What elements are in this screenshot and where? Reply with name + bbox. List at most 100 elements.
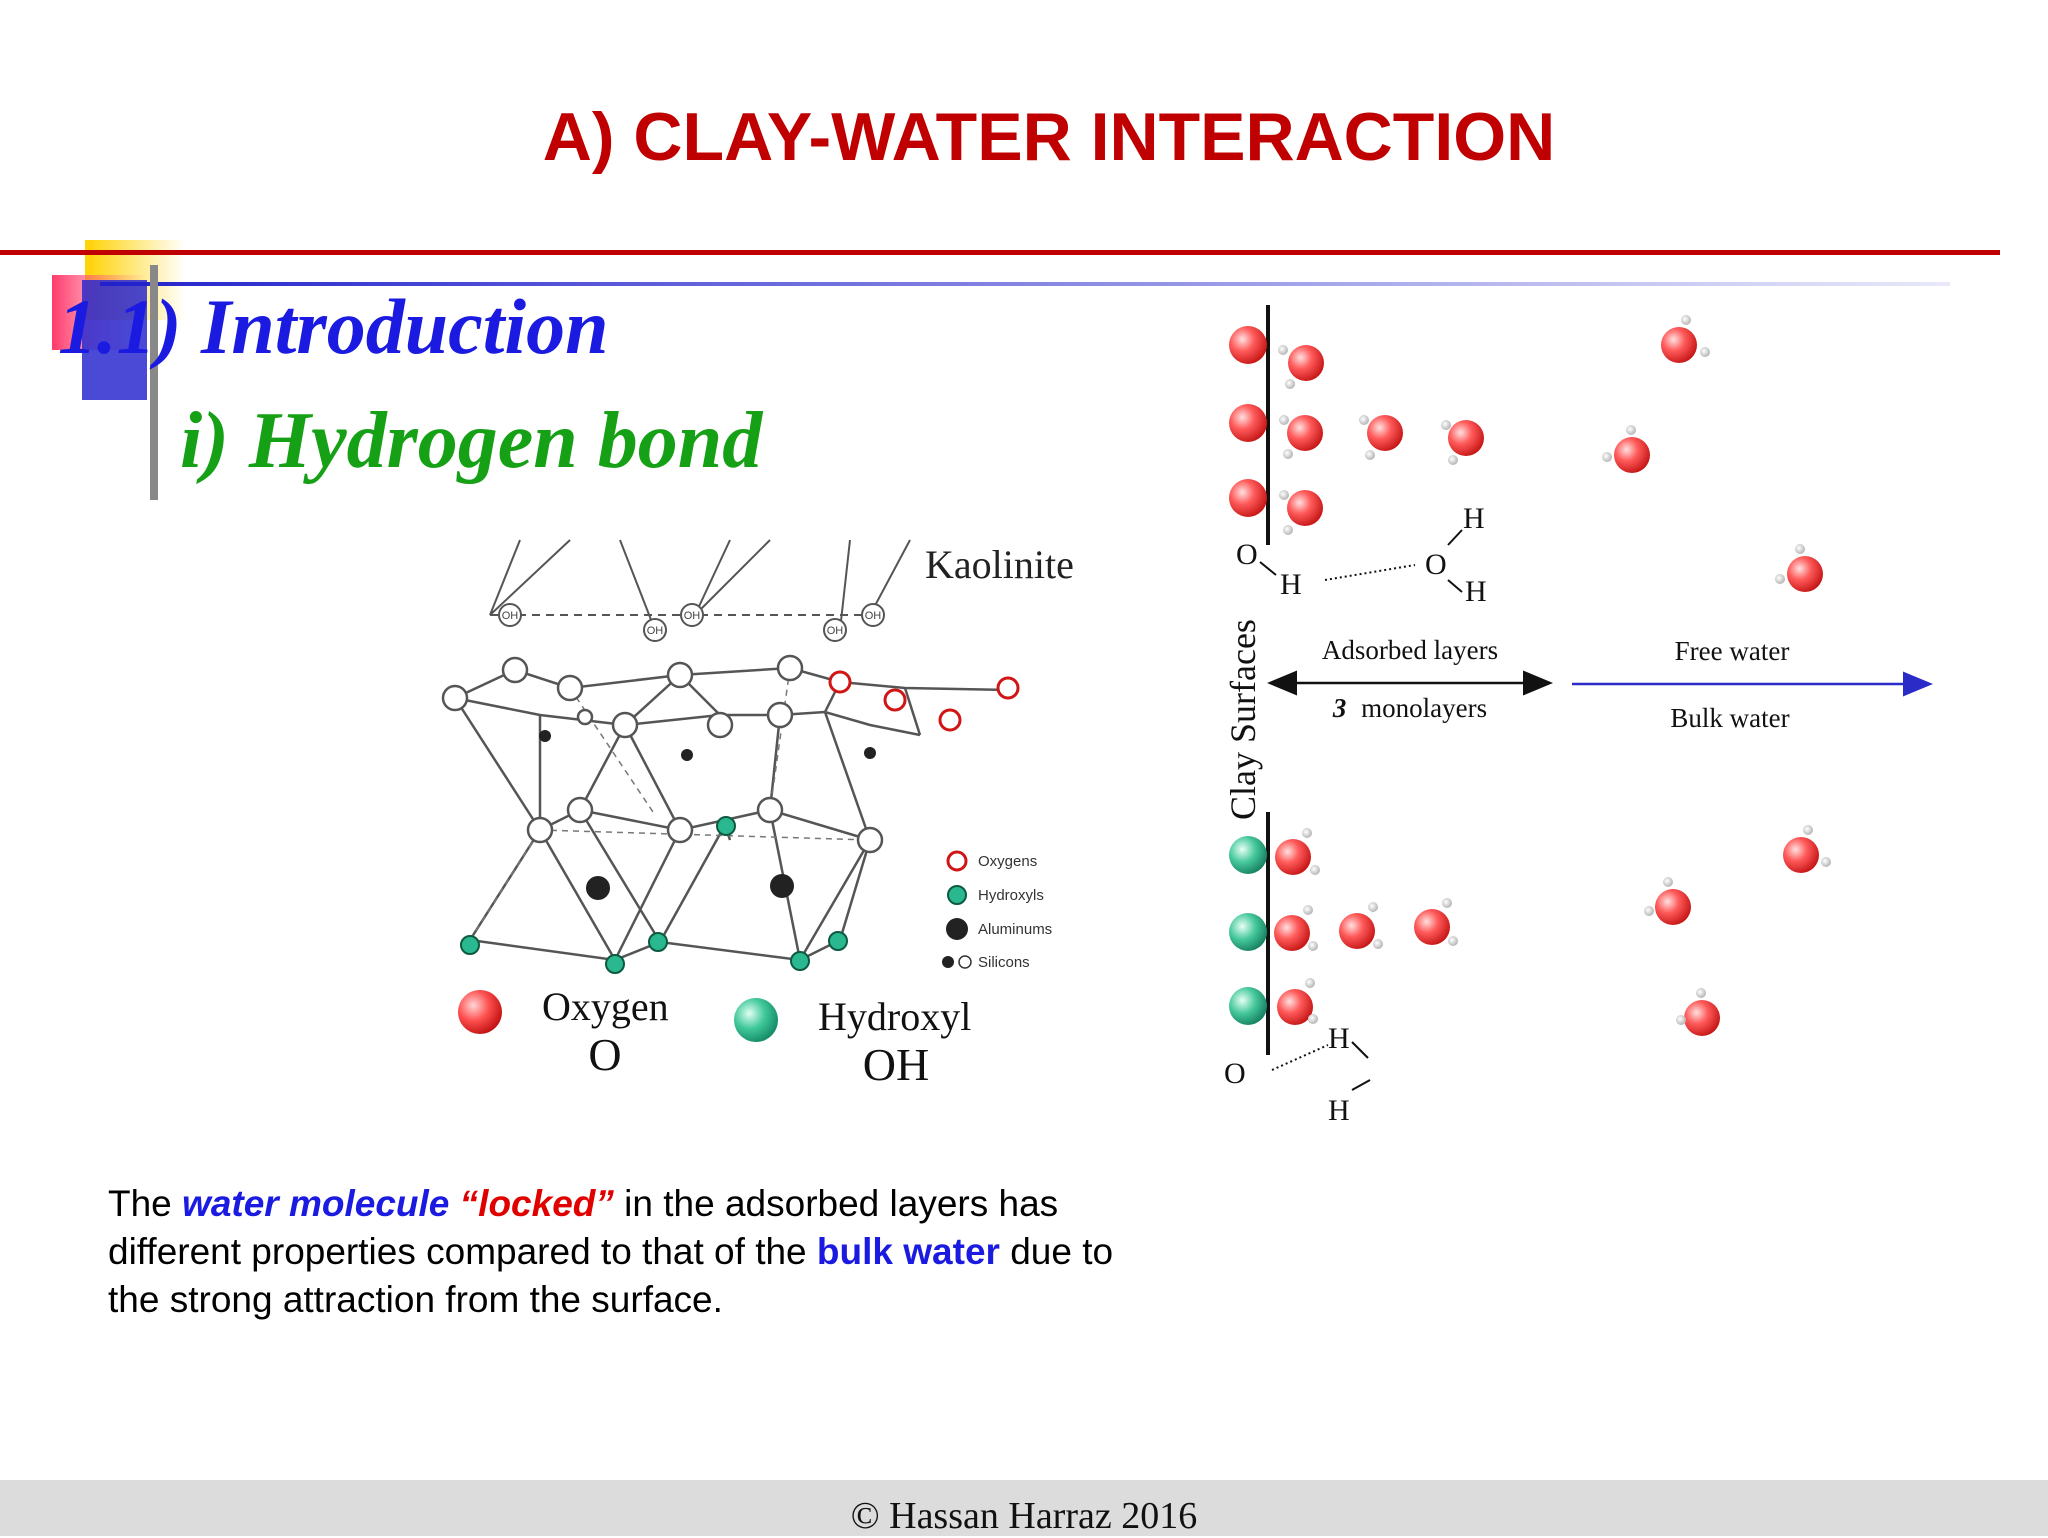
key-oxygen-symbol: O [588,1029,621,1080]
highlight-bulk-water: bulk water [816,1231,1000,1272]
water-molecule [1359,415,1403,460]
water-molecule [1278,345,1324,389]
decor-gray-bar [150,265,158,500]
body-paragraph: The water molecule “locked” in the adsor… [108,1180,1168,1324]
hydroxyl-atom [790,951,810,971]
decor-blue-line [100,282,1950,286]
body-text-1: The [108,1183,183,1224]
water-molecule [1339,902,1383,949]
oh-atom [823,618,847,642]
aluminum-atom [770,874,794,898]
surface-oxygen [1229,479,1267,517]
legend-hydroxyls-marker [947,885,967,905]
header-decoration [0,240,2000,500]
body-text-4: due to the strong attraction from the su… [108,1231,1114,1320]
legend-aluminums-marker [946,918,968,940]
adsorbed-layers-label: Adsorbed layers [1322,635,1498,665]
slide-title: A) CLAY-WATER INTERACTION [542,99,1556,175]
legend-aluminums-label: Aluminums [978,921,1052,938]
top-bond-o: O [1236,538,1258,571]
top-bond-water-h-lower: H [1465,575,1487,608]
decor-red-line [0,250,2000,255]
oxygen-atom-white [706,711,734,739]
water-molecule [1775,544,1823,592]
body-text-3: in the adsorbed layers has different pro… [108,1183,1059,1272]
water-adsorption-diagram: O H O H H Clay Surfaces Adsorbed layers … [1223,305,1933,1127]
highlight-locked: “locked” [459,1183,614,1224]
hydroxyl-atom [648,932,668,952]
water-molecule [1676,988,1720,1036]
oh-atom-label: OH [647,625,664,637]
silicon-atom [539,730,551,742]
surface-hydroxyl [1229,987,1267,1025]
water-molecule [1661,315,1710,363]
legend-oxygens-label: Oxygens [978,853,1037,870]
hydroxyl-atom [460,935,480,955]
oh-atom-label: OH [684,610,701,622]
hydroxyl-atom [828,931,848,951]
kaolinite-label: Kaolinite [925,542,1074,587]
water-molecule [1279,490,1323,535]
oh-atom [643,618,667,642]
key-hydroxyl-symbol: OH [863,1039,929,1090]
water-molecule [1414,898,1458,946]
bottom-bond-h-upper: H [1328,1022,1350,1055]
oxygen-atom-red [938,708,962,732]
oxygen-atom-white [666,661,694,689]
oh-atom [680,603,704,627]
hydroxyl-atom [716,816,736,836]
clay-surfaces-label: Clay Surfaces [1223,619,1263,820]
aluminum-atom [586,876,610,900]
oxygen-atom-white [576,708,594,726]
bottom-bond-h-lower: H [1328,1094,1350,1127]
decor-blue-square [82,280,147,400]
oh-atom [861,603,885,627]
water-molecule [1274,905,1318,951]
monolayer-count: 3 [1332,693,1347,723]
oxygen-atom-white [776,654,804,682]
oxygen-atom-white [766,701,794,729]
surface-hydroxyl [1229,913,1267,951]
subsection-heading: i) Hydrogen bond [180,397,763,485]
key-hydroxyl-name: Hydroxyl [818,994,971,1039]
top-bond-water-h-upper: H [1463,502,1485,535]
silicon-atom [864,747,876,759]
oxygen-atom-white [556,674,584,702]
oxygen-atom-white [566,796,594,824]
oxygen-atom-red [828,670,852,694]
silicon-atom [681,749,693,761]
water-molecule [1279,415,1323,459]
legend-hydroxyls-label: Hydroxyls [978,887,1044,904]
kaolinite-diagram: OH OH OH OH OH Kaolinite Oxyge [441,539,1074,1090]
oxygen-atom-white [856,826,884,854]
legend-oxygens-marker [946,850,968,872]
oh-atom-label: OH [502,610,519,622]
oxygen-atom-white [526,816,554,844]
legend-silicons-marker-open [958,955,972,969]
bottom-bond-o: O [1224,1057,1246,1090]
body-text-2 [449,1183,459,1224]
oxygen-atom-red [883,688,907,712]
oxygen-atom-white [611,711,639,739]
footer-bar [0,1480,2048,1536]
hydroxyl-atom [605,954,625,974]
svg-text:3 monolayers: 3 monolayers [1332,693,1487,723]
top-bond-h: H [1280,568,1302,601]
water-molecule [1644,877,1691,925]
oxygen-atom-red [996,676,1020,700]
highlight-water-molecule: water molecule [182,1183,450,1224]
water-molecule [1277,978,1318,1025]
key-oxygen-name: Oxygen [542,984,669,1029]
top-bond-water-o: O [1425,548,1447,581]
section-heading: 1.1) Introduction [58,283,609,370]
surface-hydroxyl [1229,836,1267,874]
water-molecule [1783,825,1831,873]
water-molecule [1275,828,1320,875]
oxygen-atom-white [501,656,529,684]
legend-silicons-label: Silicons [978,954,1030,971]
oxygen-atom-white [441,684,469,712]
oh-atom [498,603,522,627]
water-molecule [1441,420,1484,465]
bulk-water-label: Bulk water [1670,703,1789,733]
key-oxygen-ball [458,990,502,1034]
